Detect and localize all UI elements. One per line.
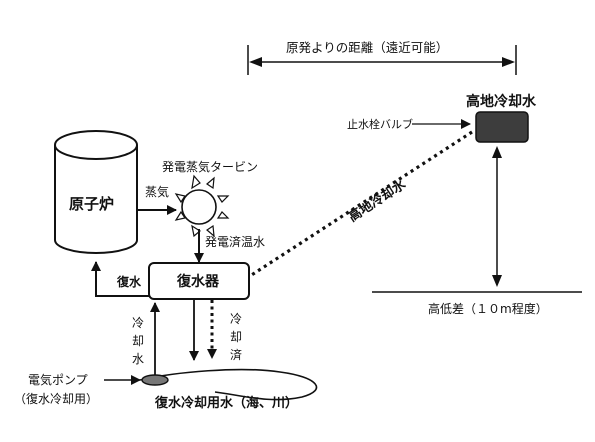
high-water-label: 高地冷却水: [466, 93, 537, 110]
return-water-pipe: [91, 261, 149, 297]
return-water-label: 復水: [116, 274, 142, 289]
height-diff-label: 高低差（１０m程度）: [428, 301, 548, 316]
cooling-out-char-2: 却: [230, 330, 242, 344]
high-water-pipe: [249, 130, 473, 278]
cooling-out-char-3: 済: [230, 347, 242, 362]
cooling-in-char-2: 却: [132, 334, 144, 348]
pump-sub-label: （復水冷却用）: [14, 391, 98, 406]
distance-bracket: [247, 45, 517, 75]
water-body-outline: [139, 368, 318, 401]
source-water-label: 復水冷却用水（海、川）: [154, 395, 298, 411]
reactor-vessel: [54, 130, 138, 254]
high-water-tank: [475, 111, 529, 143]
turbine-label: 発電蒸気タービン: [162, 159, 258, 174]
steam-label: 蒸気: [145, 184, 169, 199]
turbine-icon: [174, 174, 230, 238]
cooling-out-char-1: 冷: [230, 312, 242, 326]
pump-icon: [141, 374, 169, 386]
valve-label: 止水栓バルブ: [347, 117, 413, 131]
pump-label: 電気ポンプ: [28, 372, 88, 387]
dotted-pipe-label: 高地冷却水: [345, 176, 409, 225]
condenser-label: 復水器: [176, 273, 220, 290]
condenser-box: [148, 262, 250, 300]
distance-label: 原発よりの距離（遠近可能）: [286, 40, 448, 55]
reactor-label: 原子炉: [69, 195, 114, 213]
cooling-in-char-1: 冷: [132, 316, 144, 330]
cooling-in-char-3: 水: [132, 352, 144, 366]
hot-water-label: 発電済温水: [205, 234, 265, 249]
